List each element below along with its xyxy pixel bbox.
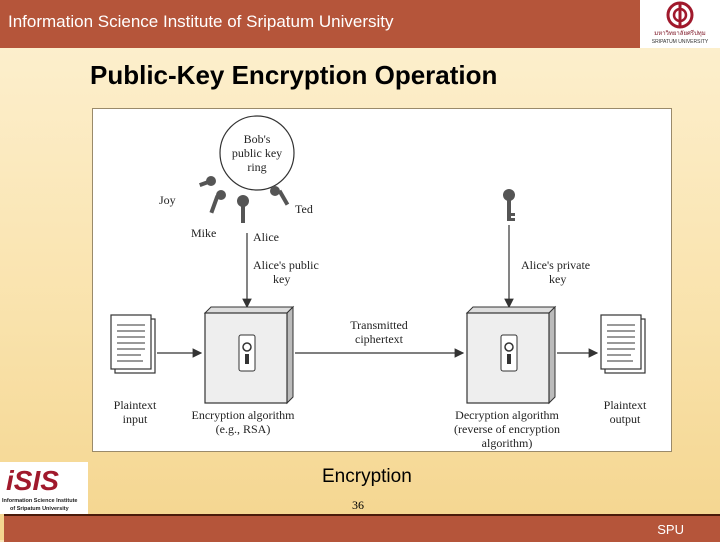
logo-thai-text: มหาวิทยาลัยศรีปทุม (654, 31, 706, 37)
page-number: 36 (352, 498, 364, 512)
key-icon-mike (209, 190, 226, 214)
transmitted-label-1: Transmitted (350, 318, 408, 332)
public-key-label-2: key (273, 272, 290, 286)
encryption-algorithm-label-1: Encryption algorithm (192, 408, 296, 422)
private-key-icon (503, 189, 515, 221)
decryption-box (465, 305, 557, 405)
plaintext-output-label-2: output (610, 412, 641, 426)
logo-english-text: SRIPATUM UNIVERSITY (651, 39, 709, 45)
decryption-algorithm-label-1: Decryption algorithm (455, 408, 559, 422)
university-emblem-icon (666, 1, 694, 29)
keyring-label-2: public key (232, 146, 282, 160)
name-joy: Joy (159, 193, 176, 207)
key-ring: Bob's public key ring (219, 115, 295, 191)
key-icon-alice (237, 195, 249, 223)
decryption-algorithm-label-3: algorithm) (482, 436, 533, 450)
encryption-algorithm-label-2: (e.g., RSA) (216, 422, 271, 436)
plaintext-input-document-icon (110, 314, 156, 374)
isis-brand-text: iSIS (6, 465, 59, 496)
footer-text: SPU (657, 522, 684, 537)
key-icon-joy (199, 176, 216, 187)
decryption-algorithm-label-2: (reverse of encryption (454, 422, 560, 436)
isis-sub-text-1: Information Science Institute (2, 498, 77, 504)
header-title: Information Science Institute of Sripatu… (8, 12, 394, 31)
name-mike: Mike (191, 226, 216, 240)
keyring-label-1: Bob's (244, 132, 271, 146)
header-bar: Information Science Institute of Sripatu… (0, 0, 640, 48)
isis-sub-text-2: of Sripatum University (10, 506, 70, 512)
name-ted: Ted (295, 202, 313, 216)
diagram-caption: Encryption (322, 466, 412, 487)
private-key-label-2: key (549, 272, 566, 286)
key-icon-ted (270, 186, 290, 206)
slide-title: Public-Key Encryption Operation (90, 60, 498, 90)
university-logo: มหาวิทยาลัยศรีปทุม SRIPATUM UNIVERSITY (640, 0, 720, 48)
plaintext-output-document-icon (600, 314, 646, 374)
encryption-box (203, 305, 295, 405)
plaintext-output-label-1: Plaintext (604, 398, 647, 412)
plaintext-input-label-1: Plaintext (114, 398, 157, 412)
name-alice: Alice (253, 230, 279, 244)
encryption-diagram: Bob's public key ring Joy Ted Mike Alice (92, 108, 672, 452)
footer-bar: SPU (4, 514, 720, 542)
private-key-label-1: Alice's private (521, 258, 590, 272)
plaintext-input-label-2: input (123, 412, 148, 426)
keyring-label-3: ring (247, 160, 266, 174)
public-key-label-1: Alice's public (253, 258, 319, 272)
transmitted-label-2: ciphertext (355, 332, 404, 346)
isis-logo: iSIS Information Science Institute of Sr… (0, 462, 88, 514)
